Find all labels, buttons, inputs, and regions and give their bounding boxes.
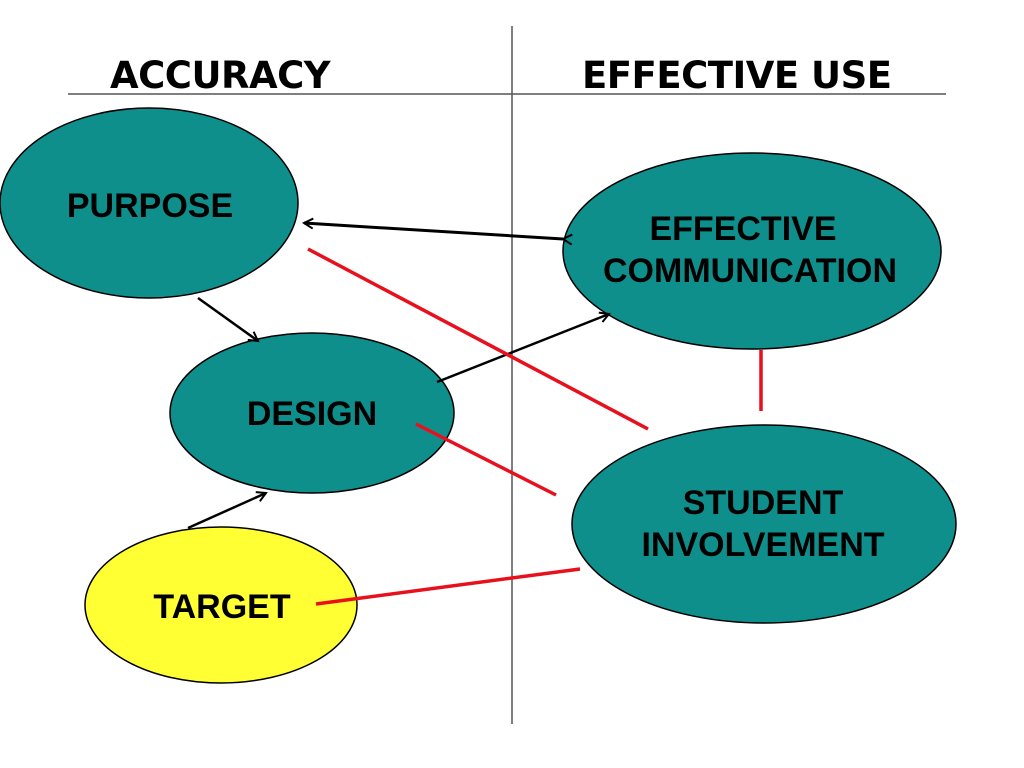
design-label: DESIGN xyxy=(212,393,412,435)
student-involvement-line1: STUDENT xyxy=(682,484,844,522)
arrow-communication-to-purpose xyxy=(304,223,563,239)
student-involvement-label: STUDENT INVOLVEMENT xyxy=(583,482,943,566)
effective-communication-line2: COMMUNICATION xyxy=(603,252,897,290)
student-involvement-node xyxy=(571,424,957,624)
arrow-purpose-to-design xyxy=(197,296,258,341)
student-involvement-line2: INVOLVEMENT xyxy=(641,526,885,564)
effective-use-heading: EFFECTIVE USE xyxy=(582,54,892,97)
target-label-text: TARGET xyxy=(153,588,291,626)
link-purpose-to-student xyxy=(307,247,649,431)
effective-communication-label: EFFECTIVE COMMUNICATION xyxy=(570,208,930,292)
purpose-node xyxy=(0,107,299,299)
effective-communication-line1: EFFECTIVE xyxy=(649,210,837,248)
effective-communication-node xyxy=(562,152,942,350)
design-label-text: DESIGN xyxy=(246,395,378,433)
accuracy-heading: ACCURACY xyxy=(110,54,331,97)
target-node xyxy=(84,526,358,684)
link-target-to-student xyxy=(315,567,581,606)
purpose-label: PURPOSE xyxy=(50,185,250,227)
arrow-design-to-communication xyxy=(436,314,609,384)
link-design-to-student xyxy=(415,422,557,497)
design-node xyxy=(169,332,455,494)
target-label: TARGET xyxy=(122,586,322,628)
arrow-target-to-design xyxy=(187,493,266,530)
purpose-label-text: PURPOSE xyxy=(66,187,234,225)
